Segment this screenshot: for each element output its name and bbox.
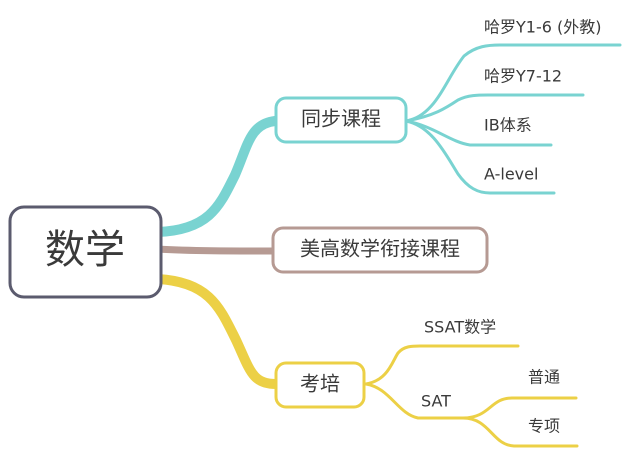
connector-exam-to-ssat (364, 344, 520, 386)
leaf-label-regular: 普通 (528, 368, 560, 387)
branch-box-us-bridge-course (271, 226, 489, 274)
branch-label-sync-course: 同步课程 (301, 107, 381, 131)
connector-root-to-bridge (154, 245, 279, 255)
branch-sync-course: 同步课程 (274, 96, 408, 144)
leaf-label-a-level: A-level (484, 165, 538, 184)
connector-sync-to-child-2 (404, 93, 585, 123)
leaf-label-harrow-y1-6: 哈罗Y1-6 (外教) (484, 18, 601, 37)
connector-root-to-exam (153, 274, 281, 389)
leaf-label-harrow-y7-12: 哈罗Y7-12 (484, 67, 562, 86)
branch-box-exam-prep (274, 361, 366, 409)
root-node: 数学 (8, 205, 163, 299)
branch-label-exam-prep: 考培 (300, 372, 340, 396)
connector-lines (153, 43, 622, 448)
leaf-label-ssat-math: SSAT数学 (424, 318, 496, 337)
connector-root-to-sync (153, 116, 280, 237)
root-label: 数学 (45, 227, 125, 273)
node-label-sat: SAT (421, 392, 451, 411)
connector-sync-to-child-1 (404, 43, 622, 123)
leaf-label-special: 专项 (528, 417, 560, 436)
connector-sat-to-regular (461, 396, 578, 420)
branch-label-us-bridge-course: 美高数学衔接课程 (300, 237, 460, 261)
connector-sat-to-special (461, 416, 579, 448)
branch-exam-prep: 考培 (274, 361, 366, 409)
leaf-label-ib-system: IB体系 (484, 116, 532, 135)
branch-box-sync-course (274, 96, 408, 144)
connector-sync-to-child-4 (404, 119, 556, 195)
root-box (8, 205, 163, 299)
branch-us-bridge-course: 美高数学衔接课程 (271, 226, 489, 274)
connector-exam-to-sat (364, 382, 465, 420)
